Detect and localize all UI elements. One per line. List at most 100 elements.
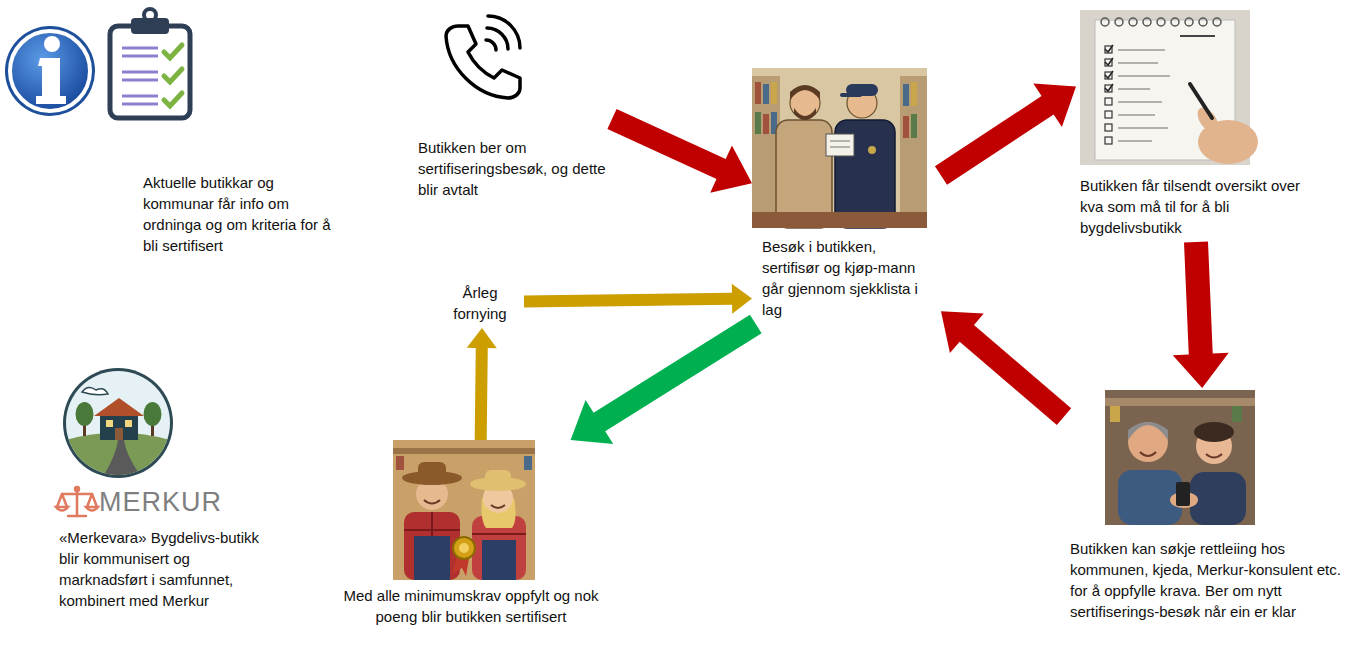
merkur-scales-icon-part	[56, 494, 68, 511]
certified-photo-part	[524, 456, 532, 470]
visit-illustration-part	[752, 68, 927, 228]
block-arrow	[467, 328, 497, 440]
visit-illustration-part	[830, 147, 850, 148]
info-icon-part	[44, 36, 60, 52]
bygdeliv-logo-part	[76, 402, 94, 426]
checklist-photo-part	[1118, 49, 1165, 51]
checklist-photo-part	[1171, 18, 1179, 26]
step-caption: Butikken får tilsendt oversikt over kva …	[1080, 175, 1322, 238]
bygdeliv-logo-part	[106, 420, 113, 427]
clipboard-icon-part	[122, 55, 158, 58]
guidance-photo-part	[1232, 406, 1242, 422]
checklist-photo-part	[1101, 18, 1109, 26]
visit-illustration-part	[840, 93, 862, 97]
step-caption: Årleg fornying	[440, 282, 520, 324]
guidance-photo-part	[1176, 482, 1190, 506]
clipboard-icon-part	[164, 93, 182, 106]
guidance-photo	[1105, 390, 1255, 525]
guidance-photo-part	[1128, 422, 1168, 462]
checklist-photo-part	[1190, 84, 1212, 118]
visit-illustration-part	[903, 116, 909, 138]
step-caption: «Merkevara» Bygdelivs-butikk blir kommun…	[59, 527, 274, 611]
phone-icon-part	[486, 40, 496, 50]
visit-illustration-part	[790, 85, 820, 100]
certified-photo-part	[393, 448, 535, 454]
checklist-photo-part	[1118, 88, 1150, 90]
clipboard-icon-part	[144, 9, 156, 21]
step-caption: Butikken kan søkje rettleiing hos kommun…	[1070, 538, 1342, 622]
certified-photo-part	[482, 540, 516, 580]
merkur-scales-icon-part	[62, 493, 92, 496]
certified-photo-part	[485, 470, 511, 484]
checklist-photo-part	[1157, 18, 1165, 26]
checklist-photo-part	[1105, 111, 1112, 118]
renewal-step: Årleg fornying	[440, 280, 524, 328]
visit-illustration-part	[752, 212, 927, 228]
step-caption: Butikken ber om sertifiseringsbesøk, og …	[418, 137, 608, 200]
guidance-photo-part	[1110, 406, 1120, 422]
checklist-photo-part	[1105, 84, 1113, 91]
certified-photo-part	[404, 512, 460, 580]
bygdeliv-logo-part	[100, 414, 138, 440]
step-caption: Aktuelle butikkar og kommunar får info o…	[143, 172, 333, 256]
checklist-photo-part	[1105, 85, 1112, 92]
merkur-scales-icon	[56, 487, 98, 516]
step-caption: Med alle minimumskrav oppfylt og nok poe…	[329, 585, 613, 627]
visit-illustration-part	[763, 84, 769, 104]
checklist-photo-part	[1118, 75, 1170, 77]
visit-illustration-part	[776, 120, 832, 228]
bygdeliv-logo-part-part	[82, 387, 108, 394]
bygdeliv-logo-part-part	[104, 440, 140, 475]
merkur-scales-icon-part	[75, 487, 79, 491]
phone-icon	[446, 16, 520, 98]
bygdeliv-logo-part	[125, 420, 132, 427]
certified-photo-part	[472, 533, 526, 535]
visit-illustration-part	[911, 114, 917, 138]
guidance-step: Butikken kan søkje rettleiing hos kommun…	[1064, 388, 1346, 626]
visit-illustration-part	[826, 134, 854, 156]
clipboard-icon-part	[110, 26, 190, 118]
clipboard-icon-part	[122, 47, 158, 50]
bygdeliv-logo-part	[63, 368, 173, 478]
clipboard-icon-part	[122, 71, 158, 74]
guidance-photo-part	[1128, 422, 1168, 440]
checklist-photo-part	[1185, 18, 1193, 26]
visit-illustration-part	[755, 82, 761, 104]
certified-photo-part	[459, 543, 469, 553]
visit-illustration-part	[763, 114, 769, 134]
visit-illustration-part	[755, 112, 761, 134]
guidance-photo-part	[1105, 398, 1255, 406]
info-icon-part	[36, 58, 66, 104]
checklist-photo-part	[1105, 72, 1112, 79]
checklist-photo-part	[1105, 46, 1112, 53]
info-icon-part	[5, 26, 95, 116]
certified-photo	[393, 440, 535, 580]
block-arrow	[941, 311, 1071, 425]
block-arrow	[935, 84, 1076, 185]
certified-photo-part	[396, 456, 404, 470]
visit-step: Besøk i butikken, sertifisør og kjøp-man…	[752, 68, 941, 324]
clipboard-icon-part	[122, 79, 158, 82]
visit-illustration-part	[771, 82, 777, 104]
phone-icon-part	[487, 28, 508, 49]
bygdeliv-logo-part	[94, 398, 144, 416]
merkur-scales-icon-part	[86, 494, 98, 511]
phone-icon-part	[488, 16, 520, 48]
guidance-photo-part	[1140, 452, 1156, 456]
certified-photo-part	[424, 500, 440, 504]
block-arrow	[1173, 241, 1229, 388]
clipboard-icon-part	[164, 69, 182, 82]
bygdeliv-logo	[63, 368, 173, 478]
checklist-photo-part	[1118, 114, 1155, 116]
checklist-photo-part	[1129, 18, 1137, 26]
certified-photo-part	[491, 505, 505, 508]
bygdeliv-logo-part	[144, 402, 162, 426]
checklist-photo-part	[1143, 18, 1151, 26]
visit-illustration-part	[868, 146, 876, 154]
clipboard-icon-part	[122, 103, 158, 106]
guidance-photo-part	[1105, 390, 1255, 525]
info-icon	[5, 26, 95, 116]
brand-step: MERKUR«Merkevara» Bygdelivs-butikk blir …	[55, 365, 278, 615]
checklist-photo-part	[1105, 71, 1113, 78]
